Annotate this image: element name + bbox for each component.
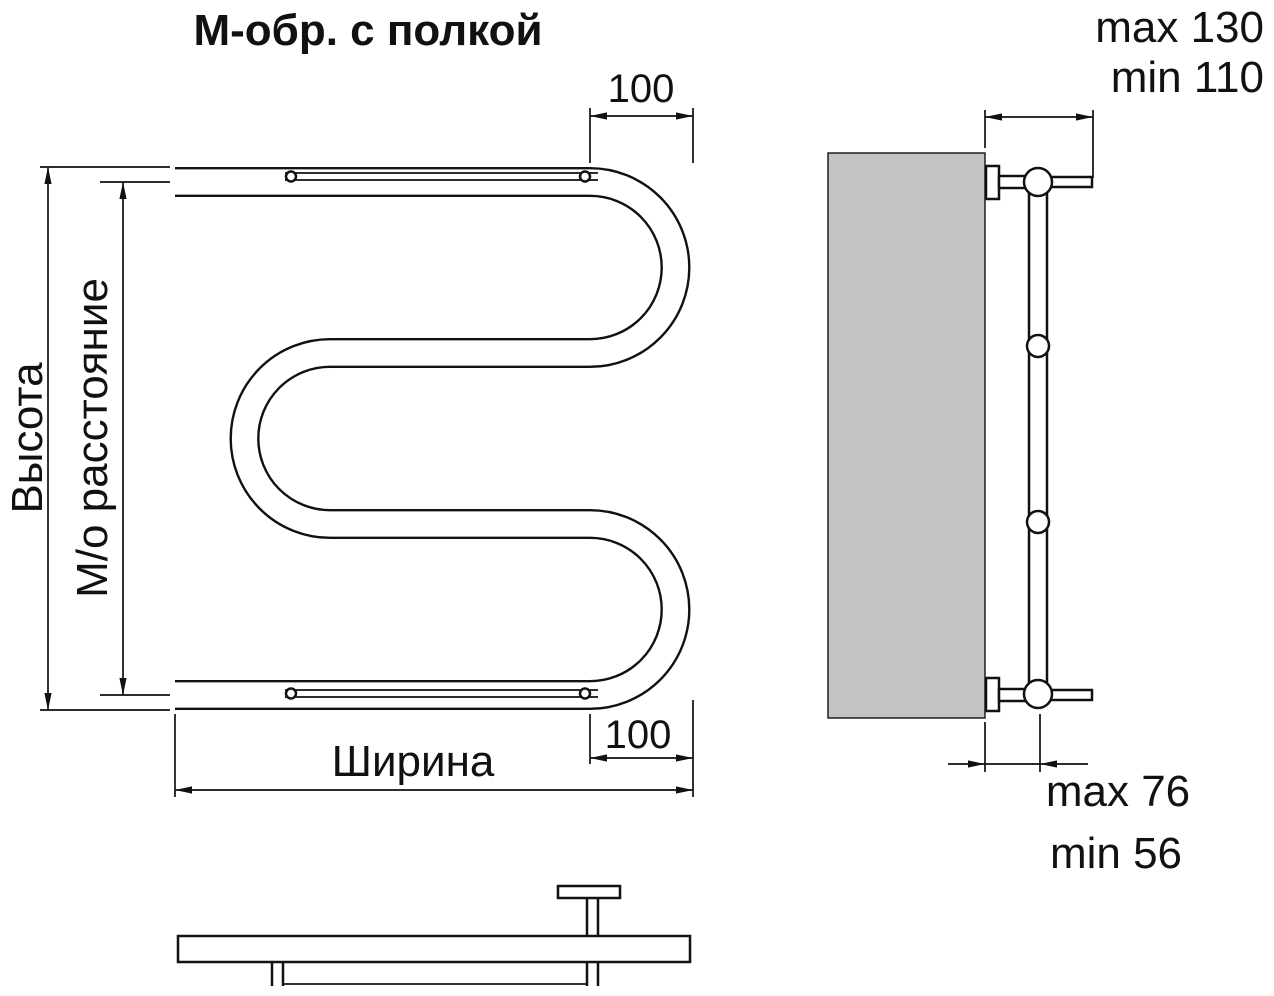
m-tube-inner xyxy=(175,169,689,708)
bottom-mount xyxy=(984,676,1094,713)
dim-wall-offset: max 76 min 56 xyxy=(948,714,1190,878)
side-view: max 130 min 110 max 76 min 56 xyxy=(827,3,1264,878)
top-stub xyxy=(1045,175,1094,189)
dim-width: Ширина xyxy=(174,700,694,797)
wall xyxy=(827,152,986,719)
shelf-rail-bottom xyxy=(284,687,598,700)
dim-top-label: 100 xyxy=(608,67,675,111)
shelf-rail-top xyxy=(284,170,598,183)
pipe-coupling-lower xyxy=(1025,509,1051,535)
dim-axis-label: М/о расстояние xyxy=(68,278,117,598)
dim-bottom-offset: 100 xyxy=(589,713,693,764)
dim-height-label: Высота xyxy=(3,362,52,514)
m-shape-tube xyxy=(175,167,691,710)
drawing-title: М-обр. с полкой xyxy=(193,6,542,55)
dim-axis-distance: М/о расстояние xyxy=(68,181,170,696)
dim-depth-max-label: max 130 xyxy=(1095,3,1264,52)
shelf-bracket xyxy=(556,884,622,936)
shelf-leg-left xyxy=(270,962,285,986)
screw-bottom-right xyxy=(578,687,592,700)
shelf-leg-right xyxy=(585,962,600,986)
dim-offset-max-label: max 76 xyxy=(1046,767,1190,816)
front-view: Высота М/о расстояние xyxy=(3,67,694,797)
pipe-ball-bottom xyxy=(1022,678,1054,710)
dim-bottom-label: 100 xyxy=(605,713,672,757)
side-pipe xyxy=(1022,166,1054,710)
dim-width-label: Ширина xyxy=(332,737,495,786)
top-mount xyxy=(984,164,1094,201)
screw-bottom-left xyxy=(284,687,298,700)
bottom-view xyxy=(176,884,692,986)
dim-height: Высота xyxy=(3,166,170,711)
pipe-ball-top xyxy=(1022,166,1054,198)
dim-top-offset: 100 xyxy=(589,67,694,163)
dim-offset-min-label: min 56 xyxy=(1050,829,1182,878)
dim-depth-min-label: min 110 xyxy=(1111,53,1264,102)
screw-top-right xyxy=(578,170,592,183)
top-flange xyxy=(984,164,1001,201)
pipe-coupling-upper xyxy=(1025,333,1051,359)
shelf-plan-bar xyxy=(176,934,692,964)
dim-depth: max 130 min 110 xyxy=(984,3,1264,178)
bracket-plate xyxy=(556,884,622,900)
bottom-stub xyxy=(1045,688,1094,702)
bottom-flange xyxy=(984,676,1001,713)
screw-top-left xyxy=(284,170,298,183)
